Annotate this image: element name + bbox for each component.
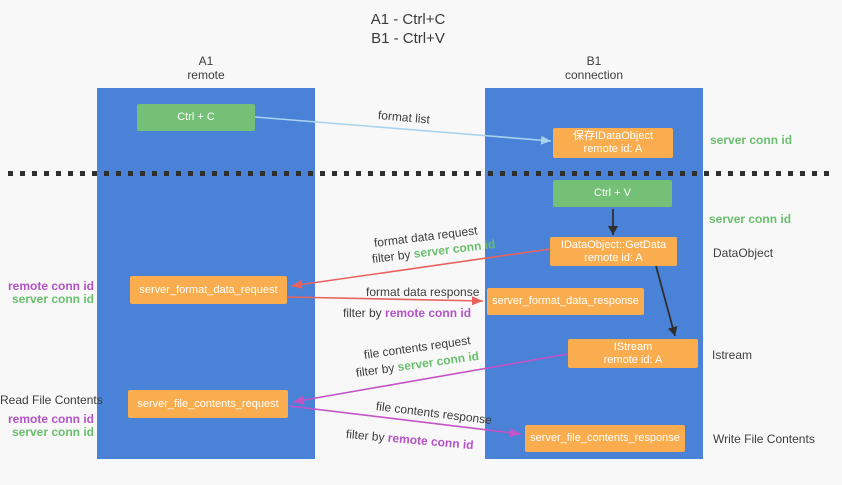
node-file-response-label: server_file_contents_response [530,432,680,444]
node-getdata-line2: remote id: A [584,251,643,264]
filter-by-text: filter by [345,427,386,445]
node-file-request-label: server_file_contents_request [137,397,279,410]
node-getdata-line1: IDataObject::GetData [560,238,667,251]
annotation-dataobject: DataObject [713,246,774,260]
node-server-format-data-response: server_format_data_response [487,288,644,315]
lifeline-a1-name: A1 [198,54,214,68]
lifeline-b1-subtitle: connection [564,68,624,82]
node-ctrl-c: Ctrl + C [137,104,255,131]
label-file-contents-response: file contents response [375,399,493,428]
remote-conn-id-key: remote conn id [387,430,475,453]
lifeline-header-b1: B1 connection [485,54,703,82]
node-istream-line2: remote id: A [603,353,663,366]
annotation-write-file-contents: Write File Contents [713,432,815,446]
filter-by-text: filter by [343,306,382,320]
annotation-remote-conn-id-1: remote conn id [7,279,94,293]
filter-by-text: filter by [355,360,396,380]
node-save-idataobject-line2: remote id: A [583,143,643,155]
node-server-file-contents-response: server_file_contents_response [525,425,685,452]
node-ctrl-c-label: Ctrl + C [177,111,215,123]
node-server-file-contents-request: server_file_contents_request [128,390,288,418]
label-filter-by-remote-conn-id-2: filter by remote conn id [345,427,474,452]
node-idataobject-getdata: IDataObject::GetData remote id: A [550,237,677,266]
lifeline-b1-name: B1 [586,54,602,68]
node-istream: IStream remote id: A [568,339,698,368]
node-server-format-data-request: server_format_data_request [130,276,287,304]
node-ctrl-v-label: Ctrl + V [594,187,631,199]
node-save-idataobject: 保存IDataObject remote id: A [553,128,673,158]
label-format-data-response: format data response [366,285,480,299]
title-line-2: B1 - Ctrl+V [371,30,445,47]
filter-by-text: filter by [371,247,412,266]
node-format-response-label: server_format_data_response [492,295,639,307]
node-save-idataobject-line1: 保存IDataObject [572,130,654,142]
annotation-remote-conn-id-2: remote conn id [7,412,94,426]
title-line-1: A1 - Ctrl+C [370,11,446,28]
diagram-title: A1 - Ctrl+C B1 - Ctrl+V [308,10,508,48]
lifeline-header-a1: A1 remote [97,54,315,82]
node-ctrl-v: Ctrl + V [553,180,672,207]
remote-conn-id-key: remote conn id [385,306,472,320]
label-format-list: format list [377,108,431,127]
annotation-read-file-contents: Read File Contents [0,393,103,407]
annotation-server-conn-id-top: server conn id [710,133,793,147]
annotation-server-conn-id-left-1: server conn id [11,292,94,306]
label-filter-by-remote-conn-id-1: filter by remote conn id [343,306,471,320]
annotation-istream: Istream [712,348,753,362]
node-format-request-label: server_format_data_request [139,283,278,296]
annotation-server-conn-id-left-2: server conn id [11,425,94,439]
annotation-server-conn-id-mid: server conn id [709,212,792,226]
node-istream-line1: IStream [613,340,653,353]
lifeline-a1-subtitle: remote [187,68,225,82]
